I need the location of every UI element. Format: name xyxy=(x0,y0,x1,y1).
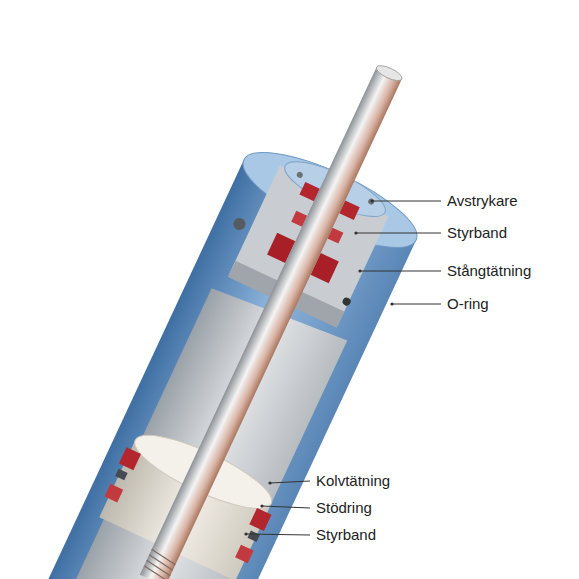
piston-rod xyxy=(140,67,402,579)
screw xyxy=(296,171,304,179)
part-label: Avstrykare xyxy=(446,192,519,210)
part-label: Stödring xyxy=(315,499,373,517)
piston-seal xyxy=(249,508,271,531)
port xyxy=(231,216,247,232)
guide-band xyxy=(105,484,124,503)
piston-seal xyxy=(119,447,141,470)
part-label: O-ring xyxy=(446,295,490,313)
support-ring xyxy=(115,469,127,480)
leader-dots xyxy=(244,199,393,535)
guide-band xyxy=(235,545,254,564)
o-ring xyxy=(341,296,352,307)
part-label: Styrband xyxy=(315,526,377,544)
rod-end xyxy=(374,63,404,84)
rod-thread xyxy=(142,549,177,579)
screw xyxy=(367,198,375,206)
part-label: Stångtätning xyxy=(446,262,532,280)
cylinder xyxy=(7,28,477,579)
leader-lines xyxy=(246,201,441,535)
part-label: Kolvtätning xyxy=(315,472,391,490)
cylinder-body xyxy=(7,160,416,579)
support-ring xyxy=(248,531,260,542)
part-label: Styrband xyxy=(446,224,508,242)
